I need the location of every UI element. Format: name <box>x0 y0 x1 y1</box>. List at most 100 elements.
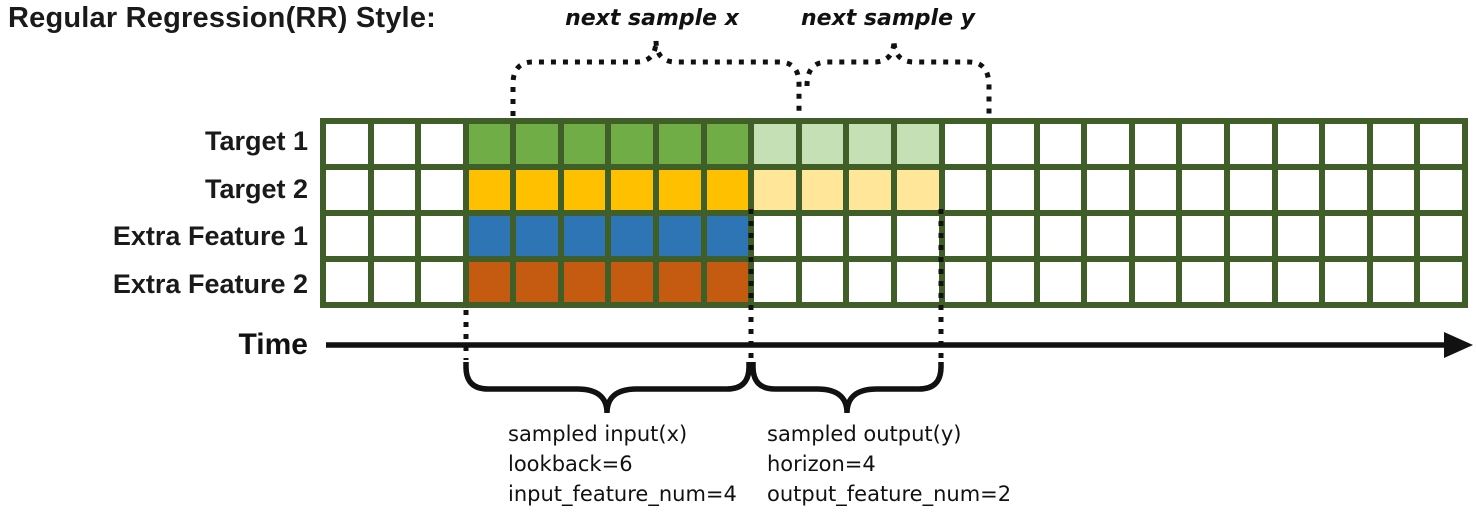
grid-cell <box>849 170 891 210</box>
next-sample-y-label: next sample y <box>800 6 976 31</box>
grid-cell <box>754 124 796 164</box>
grid-cell <box>992 124 1034 164</box>
grid-cell <box>421 124 463 164</box>
grid-cell <box>801 124 844 164</box>
grid-cell <box>1134 216 1177 256</box>
grid-cell <box>1420 170 1462 210</box>
grid-cell <box>1372 262 1415 302</box>
time-axis-label: Time <box>238 328 308 361</box>
grid-cell <box>421 262 463 302</box>
grid-cell <box>516 124 558 164</box>
grid-cell <box>563 124 606 164</box>
grid-cell <box>468 124 511 164</box>
grid-cell <box>992 216 1034 256</box>
grid-cell <box>326 216 368 256</box>
grid-cell <box>992 262 1034 302</box>
sampled-input-annotation: sampled input(x) lookback=6 input_featur… <box>508 419 737 509</box>
next-sample-y-brace-icon <box>804 39 992 114</box>
grid-cell <box>1325 262 1367 302</box>
grid-cell <box>1182 124 1225 164</box>
grid-cell <box>326 170 368 210</box>
grid-cell <box>1039 262 1082 302</box>
grid-cell <box>659 216 701 256</box>
grid-cell <box>754 262 796 302</box>
page-title: Regular Regression(RR) Style: <box>8 2 436 34</box>
grid-cell <box>1420 262 1462 302</box>
row-labels: Target 1 Target 2 Extra Feature 1 Extra … <box>0 118 308 308</box>
grid-cell <box>706 170 749 210</box>
grid-cell <box>421 170 463 210</box>
grid-cell <box>754 216 796 256</box>
grid-cell <box>1087 262 1129 302</box>
grid-cell <box>1325 170 1367 210</box>
grid-cell <box>1277 216 1320 256</box>
grid-cell <box>1134 170 1177 210</box>
grid-cell <box>1039 216 1082 256</box>
grid-cell <box>1087 216 1129 256</box>
grid-cell <box>468 216 511 256</box>
grid-cell <box>801 262 844 302</box>
grid-cell <box>659 170 701 210</box>
grid-cell <box>516 170 558 210</box>
grid-cell <box>659 262 701 302</box>
grid-cell <box>516 262 558 302</box>
grid-cell <box>1230 262 1272 302</box>
row-label-target-1: Target 1 <box>204 126 308 157</box>
grid-cell <box>1134 124 1177 164</box>
sample-grid <box>320 118 1468 308</box>
grid-cell <box>706 262 749 302</box>
grid-cell <box>1182 262 1225 302</box>
sampled-output-annotation: sampled output(y) horizon=4 output_featu… <box>767 419 1011 509</box>
sampled-output-brace-icon <box>750 362 944 414</box>
grid-cell <box>1372 124 1415 164</box>
grid-cell <box>1325 216 1367 256</box>
grid-cell <box>421 216 463 256</box>
grid-cell <box>1230 216 1272 256</box>
sampled-output-title: sampled output(y) <box>767 422 962 446</box>
grid-cell <box>1039 170 1082 210</box>
grid-cell <box>706 124 749 164</box>
grid-cell <box>373 170 416 210</box>
grid-cell <box>849 262 891 302</box>
grid-cell <box>801 216 844 256</box>
grid-cell <box>849 216 891 256</box>
grid-cell <box>563 262 606 302</box>
next-sample-x-brace-icon <box>510 39 802 116</box>
grid-cell <box>1325 124 1367 164</box>
grid-cell <box>326 124 368 164</box>
grid-cell <box>1372 170 1415 210</box>
row-label-extra-feature-2: Extra Feature 2 <box>112 268 308 299</box>
grid-cell <box>611 124 654 164</box>
grid-cell <box>1420 124 1462 164</box>
lookback-value: lookback=6 <box>508 452 633 476</box>
input-feature-num: input_feature_num=4 <box>508 482 737 506</box>
grid-cell <box>326 262 368 302</box>
grid-cell <box>373 216 416 256</box>
grid-cell <box>1372 216 1415 256</box>
grid-cell <box>849 124 891 164</box>
grid-cell <box>563 170 606 210</box>
grid-cell <box>659 124 701 164</box>
grid-cell <box>1087 170 1129 210</box>
grid-cell <box>754 170 796 210</box>
grid-cell <box>706 216 749 256</box>
grid-cell <box>563 216 606 256</box>
grid-cell <box>373 262 416 302</box>
row-label-extra-feature-1: Extra Feature 1 <box>112 221 308 252</box>
sampled-input-title: sampled input(x) <box>508 422 688 446</box>
grid-cell <box>1420 216 1462 256</box>
grid-cell <box>1277 170 1320 210</box>
grid-cell <box>944 216 987 256</box>
grid-cell <box>611 262 654 302</box>
grid-cell <box>992 170 1034 210</box>
grid-cell <box>611 216 654 256</box>
grid-cell <box>944 124 987 164</box>
grid-cell <box>373 124 416 164</box>
grid-cell <box>1039 124 1082 164</box>
grid-cell <box>1134 262 1177 302</box>
grid-cell <box>896 262 939 302</box>
output-feature-num: output_feature_num=2 <box>767 482 1012 506</box>
grid-cell <box>611 170 654 210</box>
grid-cell <box>468 170 511 210</box>
